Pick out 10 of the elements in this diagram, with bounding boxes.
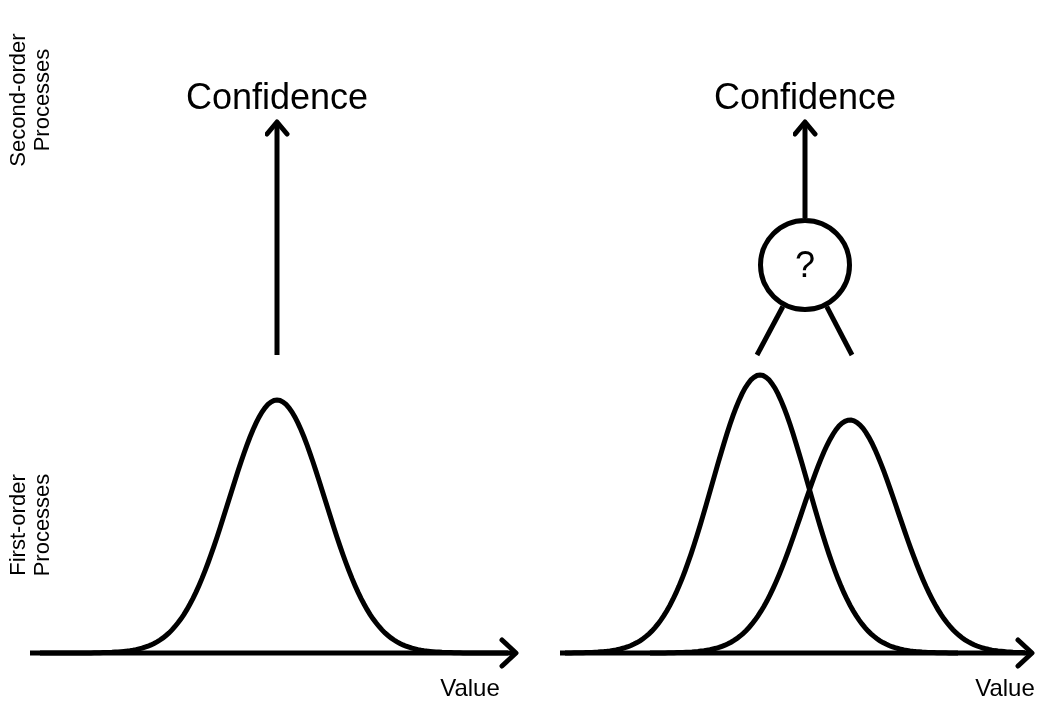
connector-line bbox=[824, 305, 855, 357]
axis-label: Second-order Processes bbox=[6, 32, 54, 169]
axis-label: Value bbox=[975, 674, 1035, 702]
arrow bbox=[264, 119, 290, 355]
arrow bbox=[792, 119, 818, 218]
axis-label: Value bbox=[440, 674, 500, 702]
output-label: Confidence bbox=[187, 72, 367, 122]
output-label: Confidence bbox=[715, 72, 895, 122]
axis-label: First-order Processes bbox=[6, 472, 54, 579]
connector-line bbox=[754, 305, 786, 357]
